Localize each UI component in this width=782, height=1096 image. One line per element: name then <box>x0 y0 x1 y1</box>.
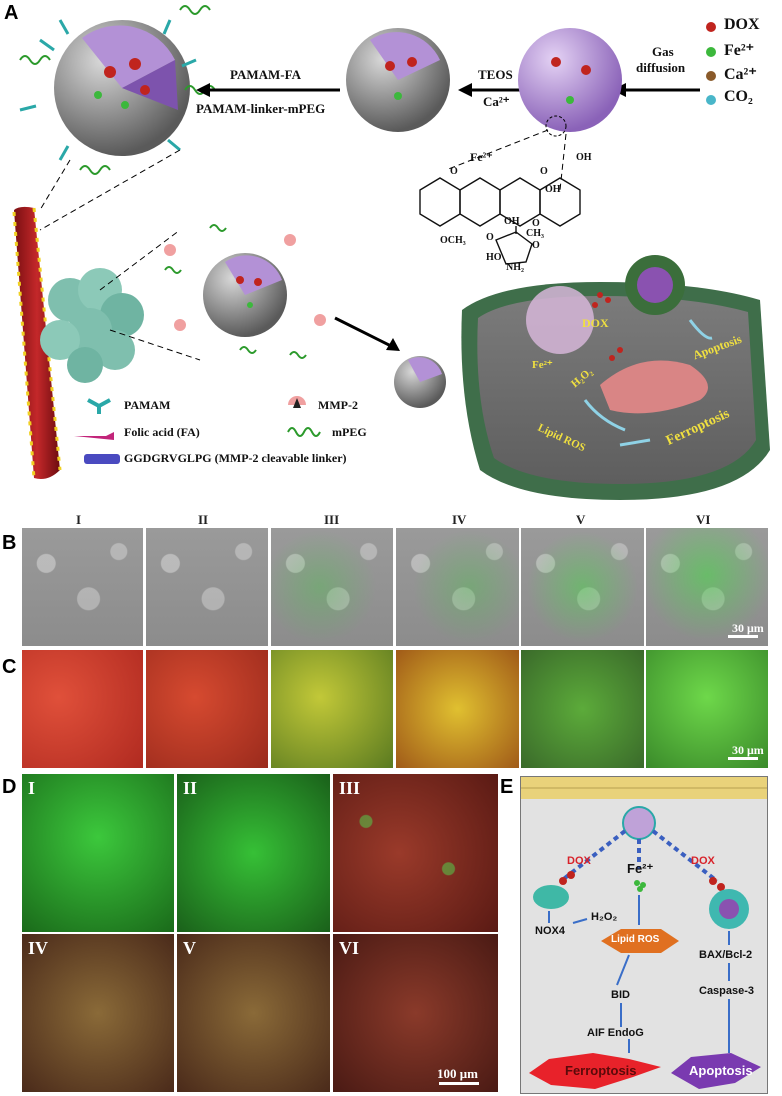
b-image-iii <box>271 528 393 646</box>
col-label-ii: II <box>198 512 209 527</box>
d-label-iii: III <box>339 778 361 798</box>
b-image-ii <box>146 528 268 646</box>
arrow3-bottom-label: diffusion <box>636 60 686 75</box>
d-image-iii: III <box>333 774 498 932</box>
e-fe: Fe²⁺ <box>627 861 654 876</box>
c-scale-label: 30 μm <box>732 743 764 757</box>
cell-fe-label: Fe²⁺ <box>532 359 553 371</box>
molecule-label-ho: HO <box>486 252 502 263</box>
legend-ca: Ca²⁺ <box>724 66 757 83</box>
c-image-i <box>22 650 143 768</box>
d-label-i: I <box>28 778 36 798</box>
legend-mmp2: MMP-2 <box>318 398 358 412</box>
molecule-label-o2: O <box>540 166 548 177</box>
e-h2o2: H₂O₂ <box>591 911 618 923</box>
linker-icon <box>84 454 120 464</box>
molecule-label-oh1: OH <box>576 152 592 163</box>
mmp2-icon <box>286 394 308 416</box>
e-nox4: NOX4 <box>535 925 565 937</box>
legend-fe: Fe²⁺ <box>724 42 755 59</box>
col-label-vi: VI <box>696 512 711 527</box>
e-lipid-ros: Lipid ROS <box>611 934 660 945</box>
e-caspase: Caspase-3 <box>699 985 755 997</box>
d-label-iv: IV <box>28 938 49 958</box>
molecule-label-oh2: OH <box>545 184 561 195</box>
e-bid: BID <box>611 989 630 1001</box>
e-ferroptosis: Ferroptosis <box>565 1063 637 1078</box>
molecule-label-ch3: CH₃ <box>526 228 544 239</box>
molecule-label-oh3: OH <box>504 216 520 227</box>
legend-linker: GGDGRVGLPG (MMP-2 cleavable linker) <box>124 451 347 465</box>
cell-dox-label: DOX <box>582 316 609 330</box>
d-image-i: I <box>22 774 174 932</box>
panel-label-d: D <box>2 776 17 798</box>
arrow2-top-label: TEOS <box>478 67 513 82</box>
b-scale-label: 30 μm <box>732 621 764 635</box>
d-scale-label: 100 μm <box>437 1066 478 1081</box>
dox-dot-icon <box>706 22 716 32</box>
legend-dox: DOX <box>724 16 760 33</box>
tumor-cluster <box>40 268 144 383</box>
c-image-iv <box>396 650 519 768</box>
e-dox-right: DOX <box>691 855 715 867</box>
d-scale-bar <box>439 1082 479 1085</box>
c-image-v <box>521 650 644 768</box>
fe-dot-icon <box>706 47 716 57</box>
b-image-vi: 30 μm <box>646 528 768 646</box>
legend-folic-acid: Folic acid (FA) <box>124 425 200 439</box>
b-scale-bar <box>728 635 758 638</box>
pamam-icon <box>84 396 114 416</box>
e-apoptosis: Apoptosis <box>689 1063 753 1078</box>
molecule-label-nh2: NH₂ <box>506 262 524 273</box>
d-label-ii: II <box>183 778 198 798</box>
mpeg-coil-icon <box>286 425 326 439</box>
col-label-i: I <box>76 512 82 527</box>
legend-mpeg: mPEG <box>332 425 367 439</box>
panel-label-e: E <box>500 776 514 798</box>
d-image-vi: VI 100 μm <box>333 934 498 1092</box>
e-diagram: DOX Fe²⁺ DOX NOX4 H₂O₂ Lipid ROS BAX/Bcl… <box>520 776 768 1094</box>
d-label-v: V <box>183 938 196 958</box>
molecule-label-o1: O <box>450 166 458 177</box>
molecule-label-o5: O <box>532 240 540 251</box>
d-image-v: V <box>177 934 330 1092</box>
b-image-i <box>22 528 143 646</box>
col-label-iii: III <box>324 512 340 527</box>
molecule-label-och3: OCH₃ <box>440 235 466 246</box>
d-image-iv: IV <box>22 934 174 1092</box>
arrow1-top-label: PAMAM-FA <box>230 67 301 82</box>
e-diagram-graphic <box>521 777 767 1089</box>
molecule-label-o4: O <box>532 218 540 229</box>
c-scale-bar <box>728 757 758 760</box>
schematic-graphic <box>12 5 770 500</box>
panel-label-a: A <box>4 2 19 24</box>
legend-co2: CO₂ <box>724 88 753 105</box>
nanoparticle-coated <box>54 20 190 156</box>
arrow3-top-label: Gas <box>652 44 674 59</box>
arrow1-bottom-label: PAMAM-linker-mPEG <box>196 101 326 116</box>
col-label-v: V <box>576 512 586 527</box>
c-image-ii <box>146 650 268 768</box>
co2-dot-icon <box>706 95 716 105</box>
folic-acid-icon <box>72 428 116 440</box>
d-label-vi: VI <box>339 938 360 958</box>
b-image-v <box>521 528 644 646</box>
d-image-ii: II <box>177 774 330 932</box>
molecule-label-o3: O <box>486 232 494 243</box>
molecule-fe-label: Fe²⁺ <box>470 150 493 164</box>
panel-label-b: B <box>2 532 17 554</box>
e-bax: BAX/Bcl-2 <box>699 949 753 961</box>
b-image-iv <box>396 528 519 646</box>
arrow2-bottom-label: Ca²⁺ <box>483 94 510 109</box>
col-label-iv: IV <box>452 512 467 527</box>
c-image-vi: 30 μm <box>646 650 768 768</box>
c-image-iii <box>271 650 393 768</box>
e-dox-left: DOX <box>567 855 591 867</box>
panel-label-c: C <box>2 656 17 678</box>
ca-dot-icon <box>706 71 716 81</box>
legend-pamam: PAMAM <box>124 398 171 412</box>
e-aif: AIF EndoG <box>587 1027 644 1039</box>
